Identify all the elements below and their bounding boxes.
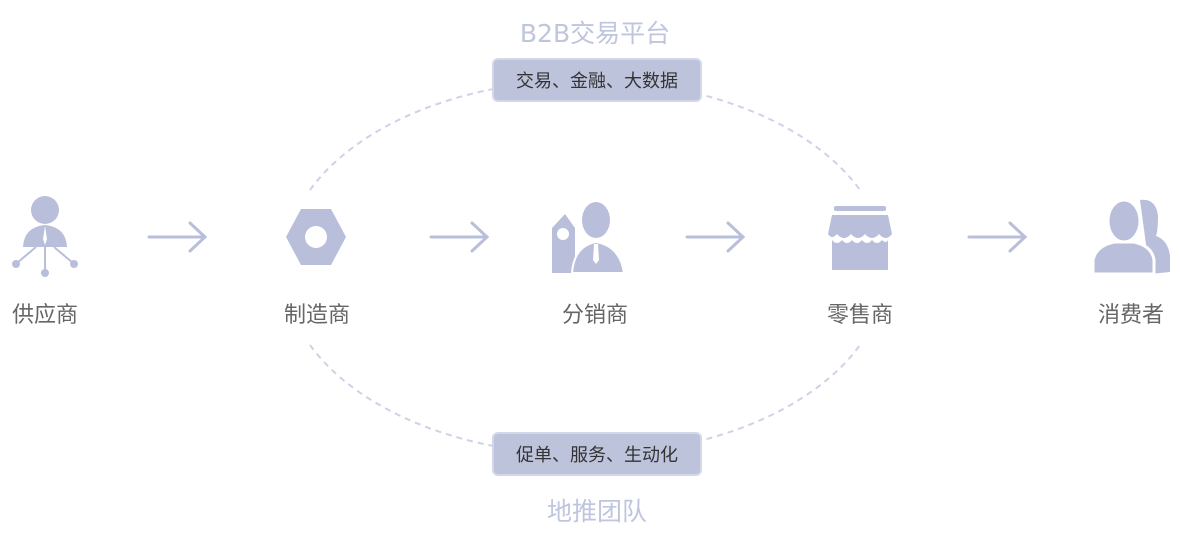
arrow-icon bbox=[967, 221, 1028, 253]
users-icon bbox=[1091, 198, 1170, 276]
bottom-group-title: 地推团队 bbox=[546, 497, 647, 526]
top-group-pill: 交易、金融、大数据 bbox=[492, 58, 702, 102]
arrow-icon bbox=[147, 221, 208, 253]
node-label-distributor: 分销商 bbox=[561, 303, 628, 328]
node-label-manufacturer: 制造商 bbox=[283, 303, 350, 328]
hex-nut-icon bbox=[286, 209, 346, 265]
storefront-icon bbox=[828, 206, 892, 270]
arrow-icon bbox=[429, 221, 490, 253]
bottom-group-pill: 促单、服务、生动化 bbox=[492, 432, 702, 476]
node-label-consumer: 消费者 bbox=[1097, 303, 1164, 328]
node-label-retailer: 零售商 bbox=[826, 303, 893, 328]
node-label-supplier: 供应商 bbox=[11, 303, 78, 328]
supplier-network-person-icon bbox=[12, 196, 78, 277]
top-group-title: B2B交易平台 bbox=[519, 19, 671, 48]
arrow-icon bbox=[685, 221, 746, 253]
businessman-tag-icon bbox=[552, 202, 626, 274]
